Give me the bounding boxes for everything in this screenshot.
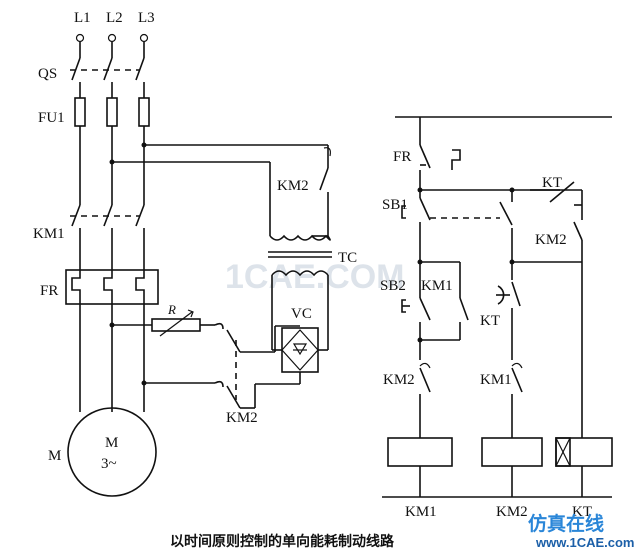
label-r: R	[167, 302, 176, 317]
label-ctl-fr: FR	[393, 149, 411, 165]
km1-aux-contact	[459, 297, 469, 321]
fr-thermal-symbol	[451, 149, 461, 170]
qs-blade-2	[103, 57, 113, 81]
fuse-1	[74, 97, 86, 127]
km1-nc-contact	[511, 367, 523, 393]
label-m: M	[48, 448, 61, 464]
transformer-rectifier: KM2 TC VC KM2	[226, 145, 357, 426]
kt-delay-contact	[511, 281, 521, 307]
label-km2-top: KM2	[277, 178, 309, 194]
coil-km2	[481, 437, 543, 467]
motor	[67, 407, 157, 497]
label-sb2: SB2	[380, 278, 406, 294]
label-kt-contact: KT	[542, 175, 562, 191]
motor-phase-label: 3~	[101, 456, 117, 472]
coil-kt	[555, 437, 613, 467]
km2-aux-contact	[573, 221, 583, 241]
label-km2-aux: KM2	[535, 232, 567, 248]
terminal-l1	[75, 33, 85, 43]
site-url: www.1CAE.com	[535, 535, 634, 550]
label-vc: VC	[291, 306, 312, 322]
km2-brake-contact-2	[226, 385, 241, 409]
label-km2-bottom: KM2	[226, 410, 258, 426]
label-kt-coil: KT	[480, 313, 500, 329]
tc-primary	[269, 234, 331, 241]
fr-nc-contact	[419, 144, 431, 169]
sb1-no-contact	[499, 201, 513, 226]
label-fu1: FU1	[38, 110, 65, 126]
label-coil-km2: KM2	[496, 504, 528, 520]
control-circuit: FR SB1 KT KM2 SB2 KM1 KT KM2 KM1 KM1 KM2…	[380, 116, 613, 520]
sb1-button	[419, 197, 431, 221]
label-l3: L3	[138, 10, 155, 26]
motor-m-label: M	[105, 435, 118, 451]
label-fr: FR	[40, 283, 58, 299]
km2-brake-contact-1	[226, 329, 241, 353]
label-sb1: SB1	[382, 197, 408, 213]
label-km1-nc: KM1	[480, 372, 512, 388]
sb2-button	[419, 297, 431, 321]
label-tc: TC	[338, 250, 357, 266]
tc-secondary	[271, 270, 329, 277]
qs-blade-3	[135, 57, 145, 81]
brand-logo-text: 仿真在线	[528, 512, 604, 535]
label-coil-km1: KM1	[405, 504, 437, 520]
label-coil-kt: KT	[572, 504, 592, 520]
fuse-2	[106, 97, 118, 127]
kt-instant-contact	[549, 181, 575, 203]
main-circuit: M 3~ L1 L2 L3 QS FU1 KM1 FR M R	[33, 10, 328, 497]
diode-icon	[292, 343, 308, 356]
resistor-arrow	[159, 311, 193, 337]
coil-km1	[387, 437, 453, 467]
qs-blade-1	[71, 57, 81, 81]
label-l1: L1	[74, 10, 91, 26]
resistor-r	[151, 318, 201, 332]
label-km2-nc: KM2	[383, 372, 415, 388]
vc-bridge-diamond	[281, 329, 319, 371]
label-km1: KM1	[33, 226, 65, 242]
label-l2: L2	[106, 10, 123, 26]
km2-nc-contact	[419, 367, 431, 393]
label-km1-aux: KM1	[421, 278, 453, 294]
terminal-l2	[107, 33, 117, 43]
fuse-3	[138, 97, 150, 127]
km2-tc-contact	[319, 167, 329, 191]
terminal-l3	[139, 33, 149, 43]
label-qs: QS	[38, 66, 57, 82]
diagram-caption: 以时间原则控制的单向能耗制动线路	[170, 533, 395, 550]
watermark: 1CAE.COM	[225, 258, 404, 296]
